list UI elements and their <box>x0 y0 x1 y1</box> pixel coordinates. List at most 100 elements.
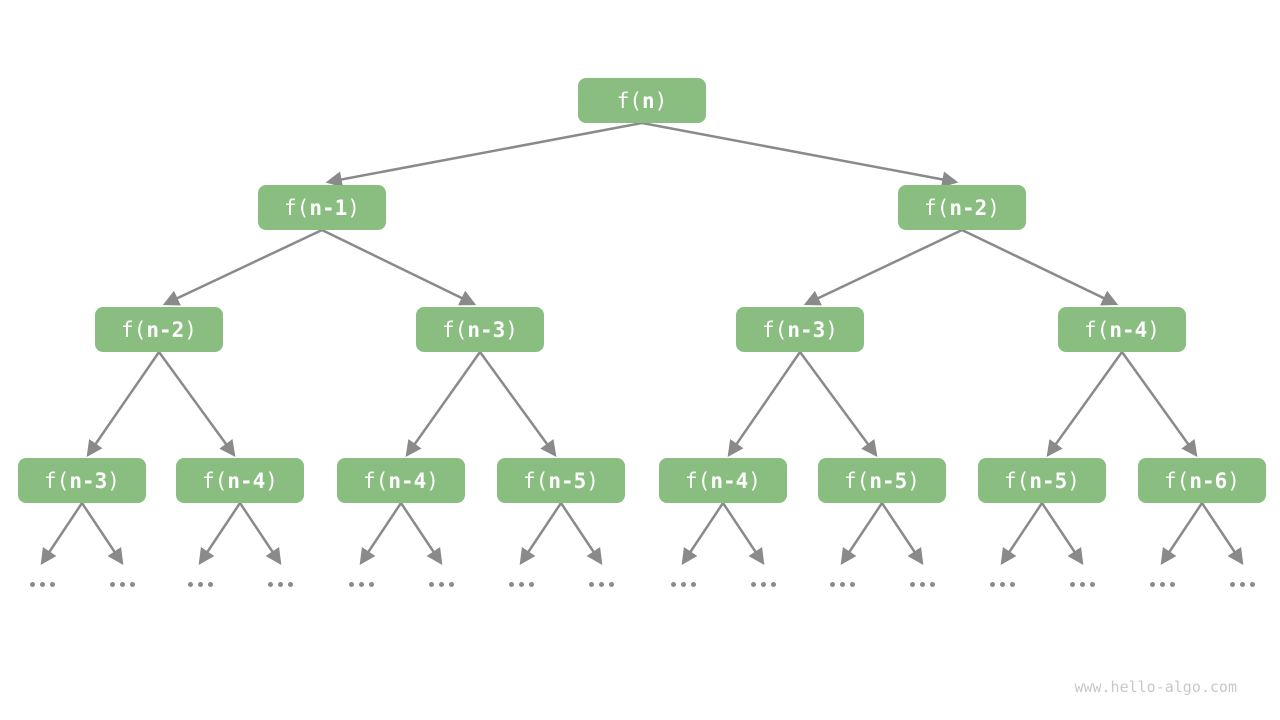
ellipsis-dot <box>598 581 604 587</box>
ellipsis-leaf <box>24 579 60 589</box>
ellipsis-dot <box>1069 581 1075 587</box>
tree-node: f(n-5) <box>497 458 625 503</box>
tree-node: f(n-5) <box>978 458 1106 503</box>
edge-arrow <box>1160 502 1204 566</box>
ellipsis-leaf <box>262 579 298 589</box>
ellipsis-dot <box>588 581 594 587</box>
ellipsis-leaf <box>824 579 860 589</box>
ellipsis-dot <box>829 581 835 587</box>
ellipsis-dot <box>368 581 374 587</box>
ellipsis-dot <box>508 581 514 587</box>
ellipsis-dot <box>999 581 1005 587</box>
edge-arrow <box>880 502 924 566</box>
ellipsis-dot <box>109 581 115 587</box>
ellipsis-leaf <box>503 579 539 589</box>
ellipsis-dot <box>1149 581 1155 587</box>
ellipsis-dot <box>287 581 293 587</box>
ellipsis-dot <box>438 581 444 587</box>
ellipsis-dot <box>348 581 354 587</box>
edge-arrow <box>198 502 242 566</box>
edge-arrow <box>157 351 236 457</box>
edge-arrow <box>405 351 482 457</box>
ellipsis-leaf <box>182 579 218 589</box>
edge-arrow <box>803 228 963 306</box>
edge-arrow <box>641 121 959 188</box>
ellipsis-dot <box>1239 581 1245 587</box>
edge-arrow <box>721 502 765 566</box>
edge-arrow <box>238 502 282 566</box>
ellipsis-dot <box>207 581 213 587</box>
ellipsis-leaf <box>423 579 459 589</box>
ellipsis-leaf <box>1064 579 1100 589</box>
edge-arrow <box>1046 351 1124 457</box>
edge-arrow <box>321 228 477 306</box>
edge-arrow <box>80 502 124 566</box>
edge-arrow <box>86 351 161 458</box>
tree-node: f(n-5) <box>818 458 946 503</box>
edge-arrow <box>478 351 557 457</box>
ellipsis-dot <box>770 581 776 587</box>
ellipsis-dot <box>49 581 55 587</box>
tree-node: f(n-3) <box>18 458 146 503</box>
tree-node: f(n-3) <box>736 307 864 352</box>
edge-arrow <box>325 121 643 188</box>
tree-node: f(n-1) <box>258 185 386 230</box>
tree-node: f(n-4) <box>659 458 787 503</box>
ellipsis-dot <box>690 581 696 587</box>
ellipsis-dot <box>1009 581 1015 587</box>
ellipsis-dot <box>1159 581 1165 587</box>
edge-arrow <box>1000 502 1044 566</box>
ellipsis-dot <box>119 581 125 587</box>
edge-arrow <box>727 351 802 458</box>
ellipsis-dot <box>1249 581 1255 587</box>
edge-arrow <box>399 502 443 566</box>
ellipsis-dot <box>528 581 534 587</box>
ellipsis-dot <box>129 581 135 587</box>
ellipsis-leaf <box>104 579 140 589</box>
tree-node: f(n-6) <box>1138 458 1266 503</box>
ellipsis-leaf <box>745 579 781 589</box>
edge-arrow <box>1120 351 1198 457</box>
ellipsis-dot <box>989 581 995 587</box>
edge-arrow <box>681 502 725 566</box>
ellipsis-dot <box>358 581 364 587</box>
edge-arrow <box>798 351 878 457</box>
ellipsis-dot <box>267 581 273 587</box>
ellipsis-dot <box>518 581 524 587</box>
ellipsis-dot <box>839 581 845 587</box>
ellipsis-dot <box>29 581 35 587</box>
edge-arrow <box>162 228 323 306</box>
ellipsis-dot <box>608 581 614 587</box>
tree-node: f(n-2) <box>95 307 223 352</box>
watermark: www.hello-algo.com <box>1074 678 1237 696</box>
ellipsis-dot <box>277 581 283 587</box>
ellipsis-dot <box>1089 581 1095 587</box>
ellipsis-dot <box>919 581 925 587</box>
ellipsis-leaf <box>665 579 701 589</box>
tree-node: f(n-2) <box>898 185 1026 230</box>
tree-node: f(n) <box>578 78 706 123</box>
ellipsis-dot <box>448 581 454 587</box>
ellipsis-dot <box>197 581 203 587</box>
ellipsis-dot <box>39 581 45 587</box>
ellipsis-leaf <box>1224 579 1260 589</box>
ellipsis-dot <box>909 581 915 587</box>
edge-arrow <box>359 502 403 566</box>
edge-arrow <box>1200 502 1244 566</box>
tree-node: f(n-4) <box>337 458 465 503</box>
ellipsis-leaf <box>1144 579 1180 589</box>
ellipsis-dot <box>680 581 686 587</box>
edge-arrow <box>961 228 1119 306</box>
tree-node: f(n-4) <box>176 458 304 503</box>
ellipsis-dot <box>929 581 935 587</box>
ellipsis-dot <box>760 581 766 587</box>
tree-node: f(n-4) <box>1058 307 1186 352</box>
ellipsis-dot <box>750 581 756 587</box>
edge-arrow <box>40 502 84 566</box>
edge-arrow <box>519 502 563 566</box>
ellipsis-leaf <box>904 579 940 589</box>
ellipsis-dot <box>849 581 855 587</box>
edge-arrow <box>1040 502 1084 566</box>
ellipsis-dot <box>187 581 193 587</box>
